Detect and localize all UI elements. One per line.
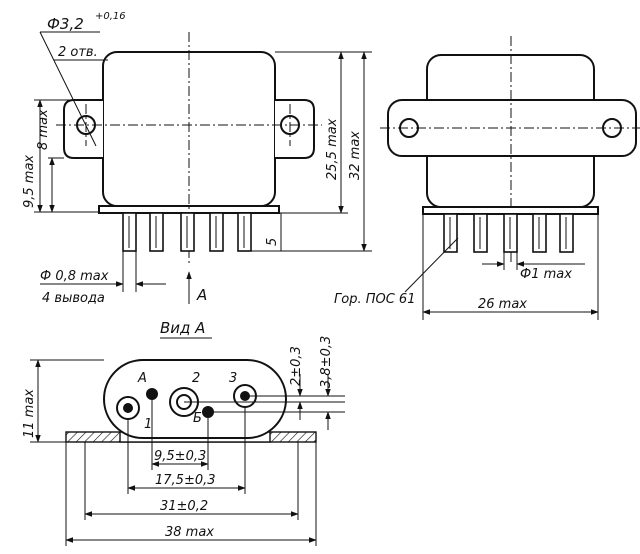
spacing-a-label: 9,5±0,3	[154, 449, 206, 464]
height-left-a-label: 9,5 max	[22, 155, 37, 208]
offset-a-label: 2±0,3	[289, 346, 304, 386]
side-pins	[443, 213, 574, 253]
pin-count-label: 4 вывода	[42, 291, 105, 306]
front-view: Ф3,2 +0,16 2 отв. 9,5 max 8 max 25,5 max…	[22, 11, 372, 306]
terminal-a-marker	[146, 388, 158, 400]
pin-label-2: 2	[192, 371, 200, 386]
hole-leader-line	[39, 31, 97, 147]
pin-length-label: 5	[265, 238, 280, 246]
view-arrow-label: А	[196, 286, 207, 304]
side-width-label: 26 max	[478, 297, 527, 312]
bottom-height-label: 11 max	[22, 389, 37, 438]
solder-leader-line	[404, 237, 459, 293]
header-outline	[103, 359, 287, 439]
mounting-ear-right	[275, 99, 315, 159]
relay-base-side	[422, 206, 599, 215]
bottom-view: Вид А А 1 2 3 Б 11 max 2±0,3 3	[22, 319, 345, 546]
total-height-label: 32 max	[348, 131, 363, 180]
bottom-view-title: Вид А	[160, 319, 205, 337]
pin-label-a: А	[137, 371, 147, 386]
pin-label-3: 3	[229, 371, 237, 386]
pin-diameter-label: Ф 0,8 max	[40, 269, 109, 284]
body-height-label: 25,5 max	[325, 118, 340, 180]
pin-label-1: 1	[144, 417, 152, 432]
solder-note-label: Гор. ПОС 61	[334, 292, 415, 307]
offset-b-label: 3,8±0,3	[319, 336, 334, 388]
side-pin-diameter-label: Ф1 max	[520, 267, 572, 282]
side-view: Гор. ПОС 61 Ф1 max 26 max	[334, 36, 640, 320]
hole-diameter-label: Ф3,2	[47, 15, 84, 33]
mounting-ear-left	[63, 99, 103, 159]
hole-count-label: 2 отв.	[58, 45, 98, 60]
overall-width-label: 38 max	[165, 525, 214, 540]
spacing-c-label: 31±0,2	[160, 499, 208, 514]
height-left-b-label: 8 max	[36, 109, 51, 150]
pin-label-b: Б	[193, 411, 202, 426]
spacing-b-label: 17,5±0,3	[155, 473, 216, 488]
hole-tolerance-label: +0,16	[95, 11, 126, 22]
front-pins	[122, 212, 252, 252]
